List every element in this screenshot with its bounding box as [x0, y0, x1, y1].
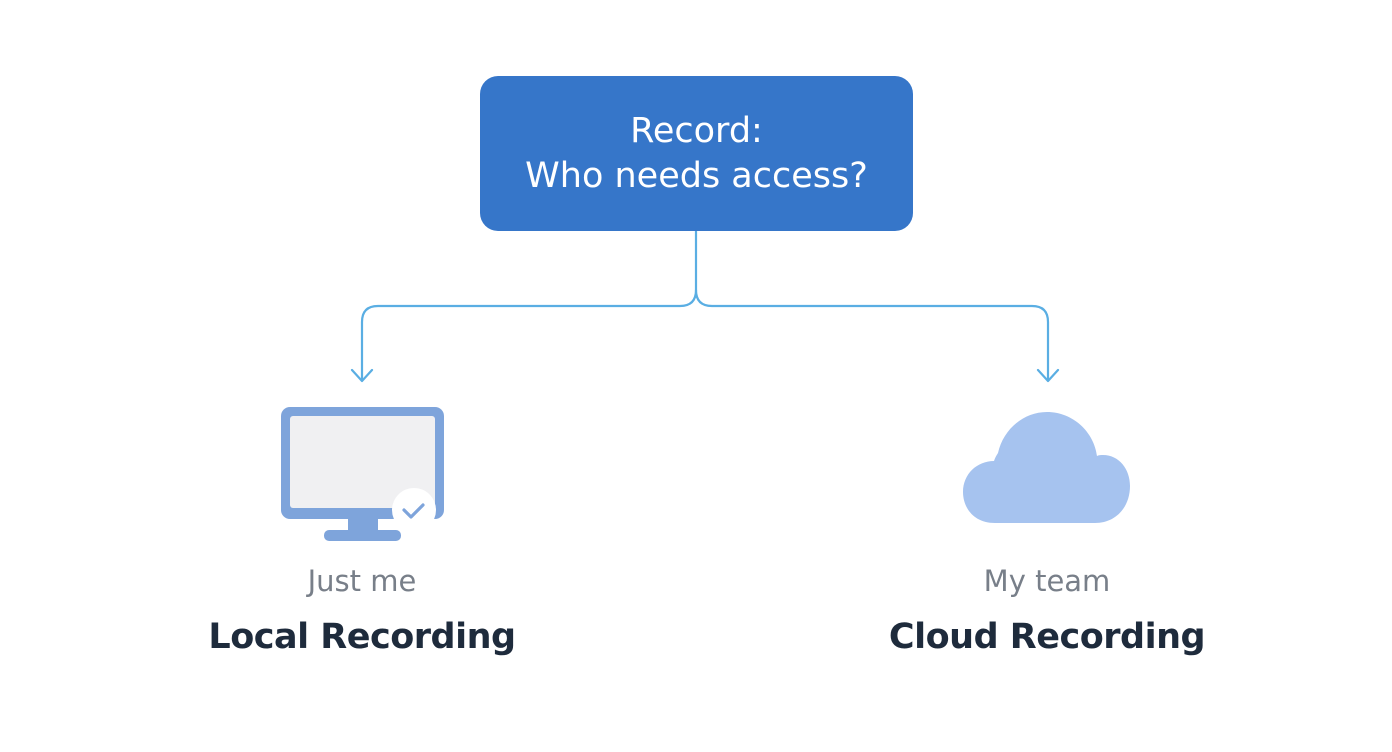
method-title: Local Recording — [208, 617, 516, 657]
monitor-svg — [281, 407, 444, 541]
decision-line-2: Who needs access? — [525, 155, 868, 196]
method-title: Cloud Recording — [888, 617, 1206, 657]
check-mark-icon — [402, 503, 425, 519]
decision-box: Record: Who needs access? — [480, 76, 913, 231]
cloud-shape — [963, 412, 1130, 523]
decision-line-1: Record: — [630, 110, 763, 151]
monitor-base — [324, 530, 401, 541]
monitor-neck — [348, 518, 378, 532]
cloud-icon — [837, 400, 1257, 550]
monitor-check-icon — [152, 400, 572, 550]
connector-group — [350, 229, 1060, 383]
audience-label: My team — [983, 564, 1111, 598]
option-cloud-recording: My team Cloud Recording — [837, 400, 1257, 657]
cloud-svg — [963, 412, 1130, 523]
arrowhead-right — [1036, 368, 1060, 383]
connector-trunk — [360, 229, 698, 382]
arrowhead-left — [350, 368, 374, 383]
check-badge-inner — [397, 493, 431, 527]
connector-right-branch — [694, 288, 1050, 382]
option-local-recording: Just me Local Recording — [152, 400, 572, 657]
audience-label: Just me — [307, 564, 417, 598]
monitor-screen — [290, 416, 435, 508]
